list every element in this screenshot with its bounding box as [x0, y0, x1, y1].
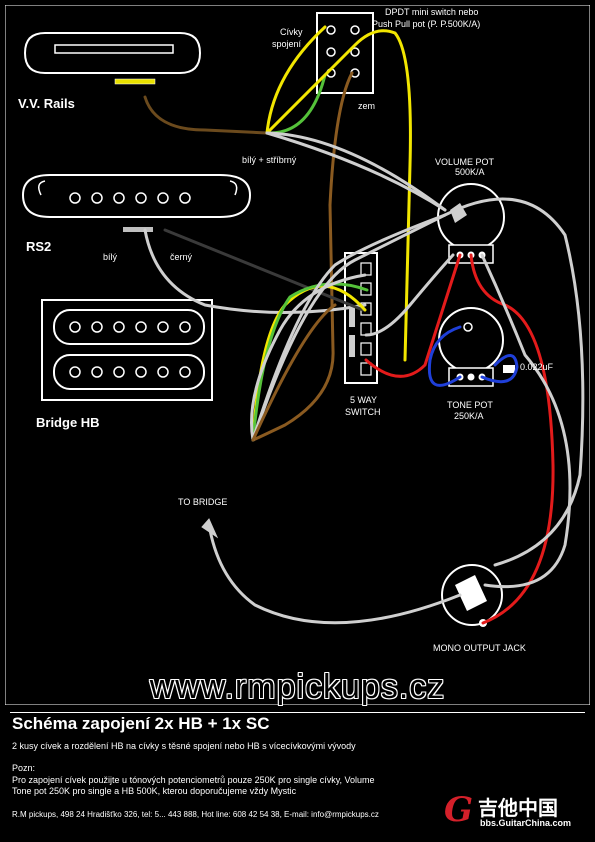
volume-pot — [437, 183, 505, 264]
five-way-switch-sublabel: SWITCH — [345, 407, 381, 417]
dpdt-switch-subtitle: Push Pull pot (P. P.500K/A) — [372, 19, 481, 29]
wiring-diagram — [5, 5, 590, 705]
pole-piece — [69, 192, 81, 204]
neck-pickup-name: V.V. Rails — [18, 96, 75, 111]
pole-piece — [135, 192, 147, 204]
footer-contact-line: R.M pickups, 498 24 Hradišťko 326, tel: … — [12, 810, 379, 819]
pole-piece — [157, 192, 169, 204]
pole-piece — [91, 321, 103, 333]
pole-piece — [69, 321, 81, 333]
pole-piece — [179, 192, 191, 204]
pole-piece — [91, 192, 103, 204]
black-wire-label: černý — [170, 252, 193, 262]
white-silver-wire-label: bílý + stříbrný — [242, 155, 297, 165]
rs2-pickup-name: RS2 — [26, 239, 52, 254]
bridge-pickup-name: Bridge HB — [36, 415, 100, 430]
footer-title: Schéma zapojení 2x HB + 1x SC — [12, 714, 270, 733]
neck-pickup-tape — [114, 78, 156, 85]
pole-piece — [135, 321, 147, 333]
neck-rail-pickup — [23, 32, 202, 85]
output-jack — [441, 564, 503, 627]
tone-capacitor — [503, 365, 515, 373]
pole-piece — [179, 321, 191, 333]
output-jack-label: MONO OUTPUT JACK — [433, 643, 526, 653]
footer-divider — [10, 712, 585, 713]
guitarchina-logo: G 吉他中国 bbs.GuitarChina.com — [440, 788, 590, 836]
logo-g-icon: G — [444, 790, 474, 830]
pole-piece — [179, 366, 191, 378]
pole-piece — [113, 321, 125, 333]
pole-piece — [113, 192, 125, 204]
footer-line-4: Tone pot 250K pro single a HB 500K, kter… — [12, 786, 297, 796]
website-url: www.rmpickups.cz — [149, 668, 446, 706]
pole-piece — [113, 366, 125, 378]
coil-connection-label: spojení — [272, 39, 302, 49]
logo-site-url: bbs.GuitarChina.com — [480, 818, 572, 828]
tone-pot-label: TONE POT — [447, 400, 493, 410]
volume-pot-label: VOLUME POT — [435, 157, 495, 167]
pole-piece — [135, 366, 147, 378]
tone-pot-value: 250K/A — [454, 411, 484, 421]
footer-line-2: Pozn: — [12, 763, 36, 773]
five-way-switch-label: 5 WAY — [350, 395, 378, 405]
white-wire-label: bílý — [103, 252, 118, 262]
pole-piece — [157, 321, 169, 333]
capacitor-label: 0.022uF — [520, 362, 554, 372]
pole-piece — [157, 366, 169, 378]
bridge-humbucker-pickup — [41, 299, 213, 401]
rs2-single-coil-pickup — [21, 174, 252, 232]
pole-piece — [69, 366, 81, 378]
pole-piece — [91, 366, 103, 378]
tone-pot — [438, 307, 504, 387]
volume-pot-value: 500K/A — [455, 167, 485, 177]
dpdt-switch-title: DPDT mini switch nebo — [385, 7, 479, 17]
to-bridge-label: TO BRIDGE — [178, 497, 228, 507]
ground-label: zem — [358, 101, 376, 111]
coil-label: Cívky — [280, 27, 303, 37]
footer-line-3: Pro zapojení cívek použijte u tónových p… — [12, 775, 375, 785]
footer-line-1: 2 kusy cívek a rozdělení HB na cívky s t… — [12, 741, 356, 751]
wiring — [143, 25, 585, 625]
logo-chinese-text: 吉他中国 — [478, 798, 558, 820]
rs2-bottom-plate — [123, 227, 153, 232]
